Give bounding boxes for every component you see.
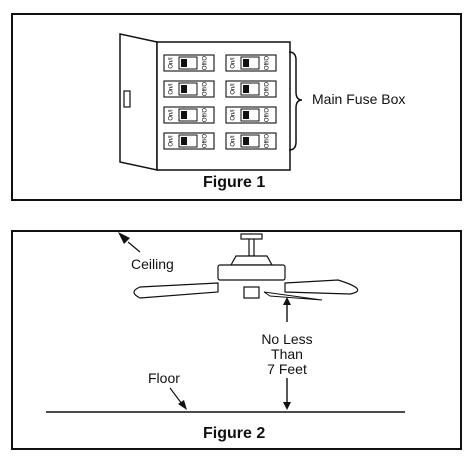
breaker-off-label: Off/O [265,134,271,149]
door-handle [123,90,131,108]
breaker-switch: On/I Off/O [163,106,215,124]
floor-label: Floor [148,370,180,386]
clearance-line-3: 7 Feet [267,361,307,377]
fan-blade-right [284,279,359,295]
breaker-toggle [243,85,249,93]
fuse-box-brace [288,51,303,151]
breaker-switch: On/I Off/O [163,80,215,98]
fan-blade-left [133,282,219,299]
breaker-switch: On/I Off/O [163,54,215,72]
breaker-on-label: On/I [231,135,237,147]
breaker-off-label: Off/O [265,82,271,97]
breaker-toggle [181,137,187,145]
breaker-on-label: On/I [231,57,237,69]
fan-motor-housing [229,255,274,266]
breaker-on-label: On/I [169,109,175,121]
breaker-off-label: Off/O [203,56,209,71]
breaker-switch: On/I Off/O [225,54,277,72]
ceiling-pointer [127,241,141,253]
fan-light-kit [243,286,260,299]
breaker-toggle [243,137,249,145]
breaker-switch: On/I Off/O [225,132,277,150]
breaker-switch: On/I Off/O [225,106,277,124]
breaker-on-label: On/I [169,83,175,95]
breaker-toggle [181,111,187,119]
clearance-label: No Less Than 7 Feet [247,332,327,377]
fan-downrod [248,237,255,257]
breaker-off-label: Off/O [203,134,209,149]
figure-2-caption: Figure 2 [203,425,266,442]
figure-1-frame [11,13,462,201]
clearance-line-2: Than [271,346,303,362]
breaker-switch: On/I Off/O [225,80,277,98]
ceiling-label: Ceiling [131,256,174,272]
floor-arrowhead [178,400,187,410]
breaker-off-label: Off/O [265,108,271,123]
floor-pointer [169,387,183,405]
breaker-toggle [243,111,249,119]
figure-1-caption: Figure 1 [203,174,266,191]
ceiling-arrowhead [118,232,130,244]
fan-canopy [240,233,263,240]
figure-2-frame [11,230,462,450]
breaker-off-label: Off/O [203,108,209,123]
clearance-arrow-top [283,297,291,305]
clearance-line-1: No Less [261,331,313,347]
fan-blade-rear [263,291,323,301]
breaker-toggle [181,59,187,67]
fan-motor-body [217,264,286,281]
breaker-switch: On/I Off/O [163,132,215,150]
breaker-on-label: On/I [231,83,237,95]
breaker-toggle [181,85,187,93]
breaker-off-label: Off/O [203,82,209,97]
breaker-on-label: On/I [169,135,175,147]
main-fuse-box-label: Main Fuse Box [312,91,406,107]
breaker-toggle [243,59,249,67]
clearance-arrow-bottom [283,402,291,410]
breaker-on-label: On/I [169,57,175,69]
breaker-on-label: On/I [231,109,237,121]
breaker-off-label: Off/O [265,56,271,71]
